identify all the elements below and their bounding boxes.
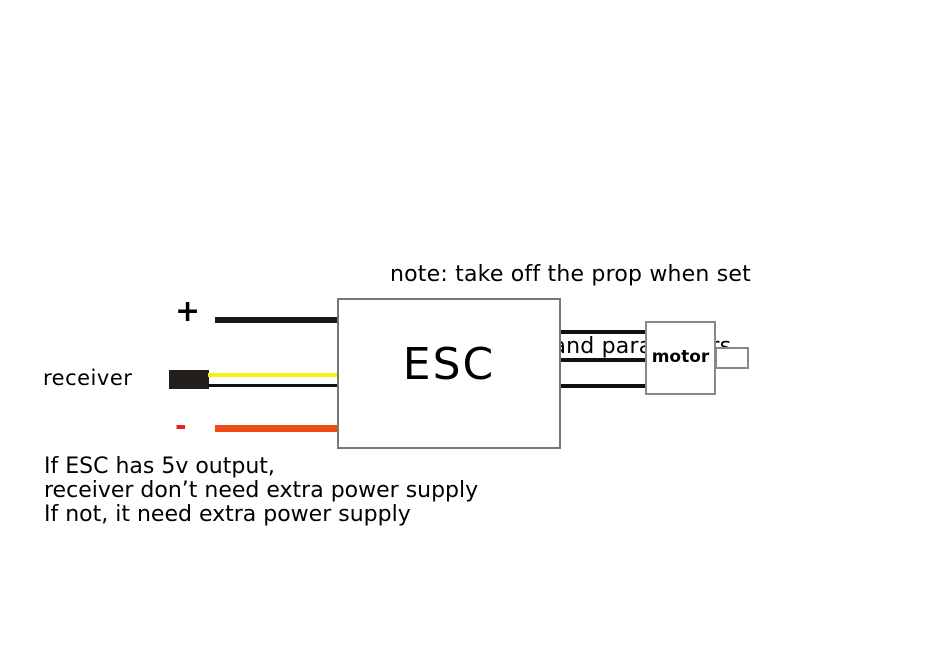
motor-phase-wire-a [561,330,647,334]
esc-box [337,298,561,449]
power-supply-note: If ESC has 5v output, receiver don’t nee… [44,455,478,527]
signal-ground-wire [208,384,338,387]
minus-sign-label: - [175,409,187,442]
power-note-line-1: If ESC has 5v output, [44,454,275,479]
power-note-line-2: receiver don’t need extra power supply [44,478,479,503]
note-line-1: note: take off the prop when set [390,262,751,287]
esc-label: ESC [402,339,496,390]
receiver-label: receiver [43,366,133,390]
motor-label: motor [651,347,710,367]
receiver-plug-icon [169,370,209,389]
motor-phase-wire-b [561,358,647,362]
motor-phase-wire-c [561,384,647,388]
motor-shaft-icon [715,347,749,369]
battery-positive-wire [215,317,338,323]
plus-sign-label: + [175,294,201,329]
power-note-line-3: If not, it need extra power supply [44,502,411,527]
signal-wire [208,373,338,377]
battery-negative-wire [215,425,338,432]
